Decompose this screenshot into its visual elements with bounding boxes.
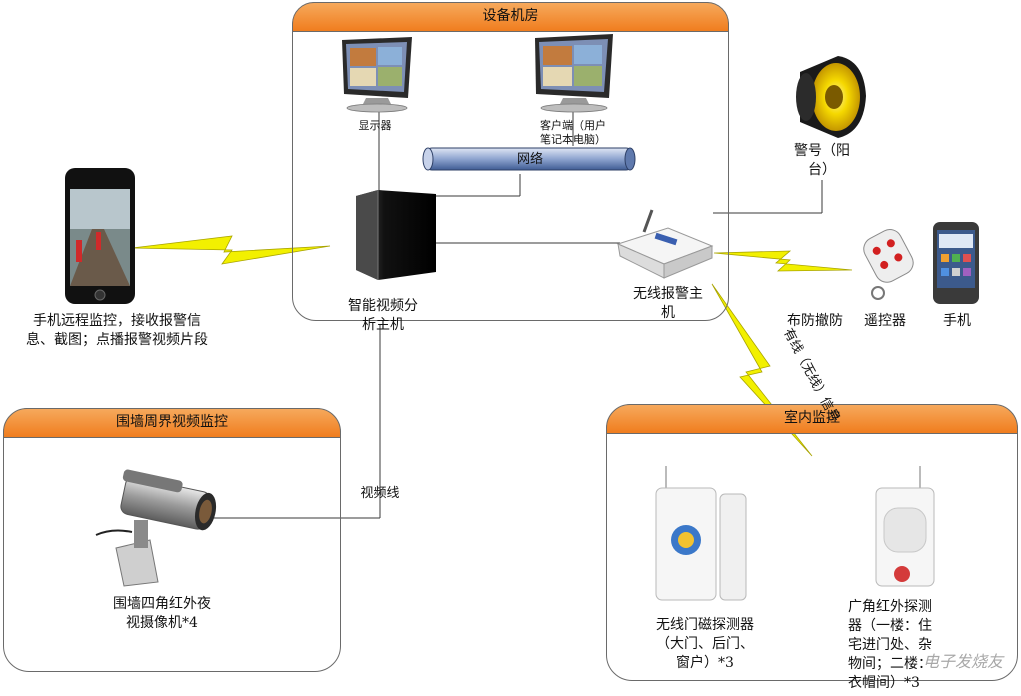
fence-monitoring-header: 围墙周界视频监控 — [3, 408, 341, 438]
video-cable-label: 视频线 — [360, 486, 400, 501]
handset-phone-icon — [933, 222, 979, 304]
network-label: 网络 — [516, 152, 543, 167]
host-label: 智能视频分 析主机 — [348, 298, 418, 333]
phone-description: 手机远程监控，接收报警信 息、截图；点播报警视频片段 — [26, 313, 208, 348]
remote-label: 遥控器 — [864, 313, 906, 329]
display-monitor-icon — [342, 37, 412, 113]
camera-label: 围墙四角红外夜 视摄像机*4 — [113, 596, 211, 631]
wireless-link-sensors-icon — [711, 283, 813, 457]
infrared-camera-icon — [95, 469, 217, 587]
pir-sensor-icon — [875, 466, 935, 587]
indoor-monitoring-header: 室内监控 — [606, 404, 1018, 434]
wireless-link-remote-icon — [713, 250, 853, 272]
analysis-host-icon — [356, 190, 436, 280]
door-sensor-icon — [655, 466, 747, 601]
smartphone-icon — [65, 168, 135, 304]
door-sensor-label: 无线门磁探测器 （大门、后门、 窗户）*3 — [656, 617, 754, 671]
handset-label: 手机 — [943, 313, 971, 329]
equipment-room-header: 设备机房 — [292, 2, 729, 32]
wireless-link-phone-icon — [131, 235, 331, 265]
fence-monitoring-panel: 围墙周界视频监控 — [3, 408, 341, 672]
watermark: 电子发烧友 — [922, 652, 1003, 671]
arm-disarm-label: 布防撤防 — [787, 313, 843, 329]
indoor-monitoring-panel: 室内监控 — [606, 404, 1018, 681]
network-pipe-icon — [422, 147, 636, 171]
siren-speaker-icon — [796, 56, 866, 138]
display-label: 显示器 — [358, 119, 392, 132]
alarm-host-label: 无线报警主 机 — [633, 286, 703, 321]
alarm-host-icon — [616, 209, 714, 279]
client-monitor-icon — [535, 34, 613, 113]
equipment-room-panel: 设备机房 — [292, 2, 729, 321]
remote-fob-icon — [863, 229, 914, 300]
siren-label: 警号（阳 台） — [794, 143, 850, 178]
client-label: 客户端（用户 笔记本电脑） — [540, 119, 606, 146]
pir-sensor-label: 广角红外探测 器（一楼：住 宅进门处、杂 物间；二楼： 衣帽间）*3 — [848, 599, 932, 691]
